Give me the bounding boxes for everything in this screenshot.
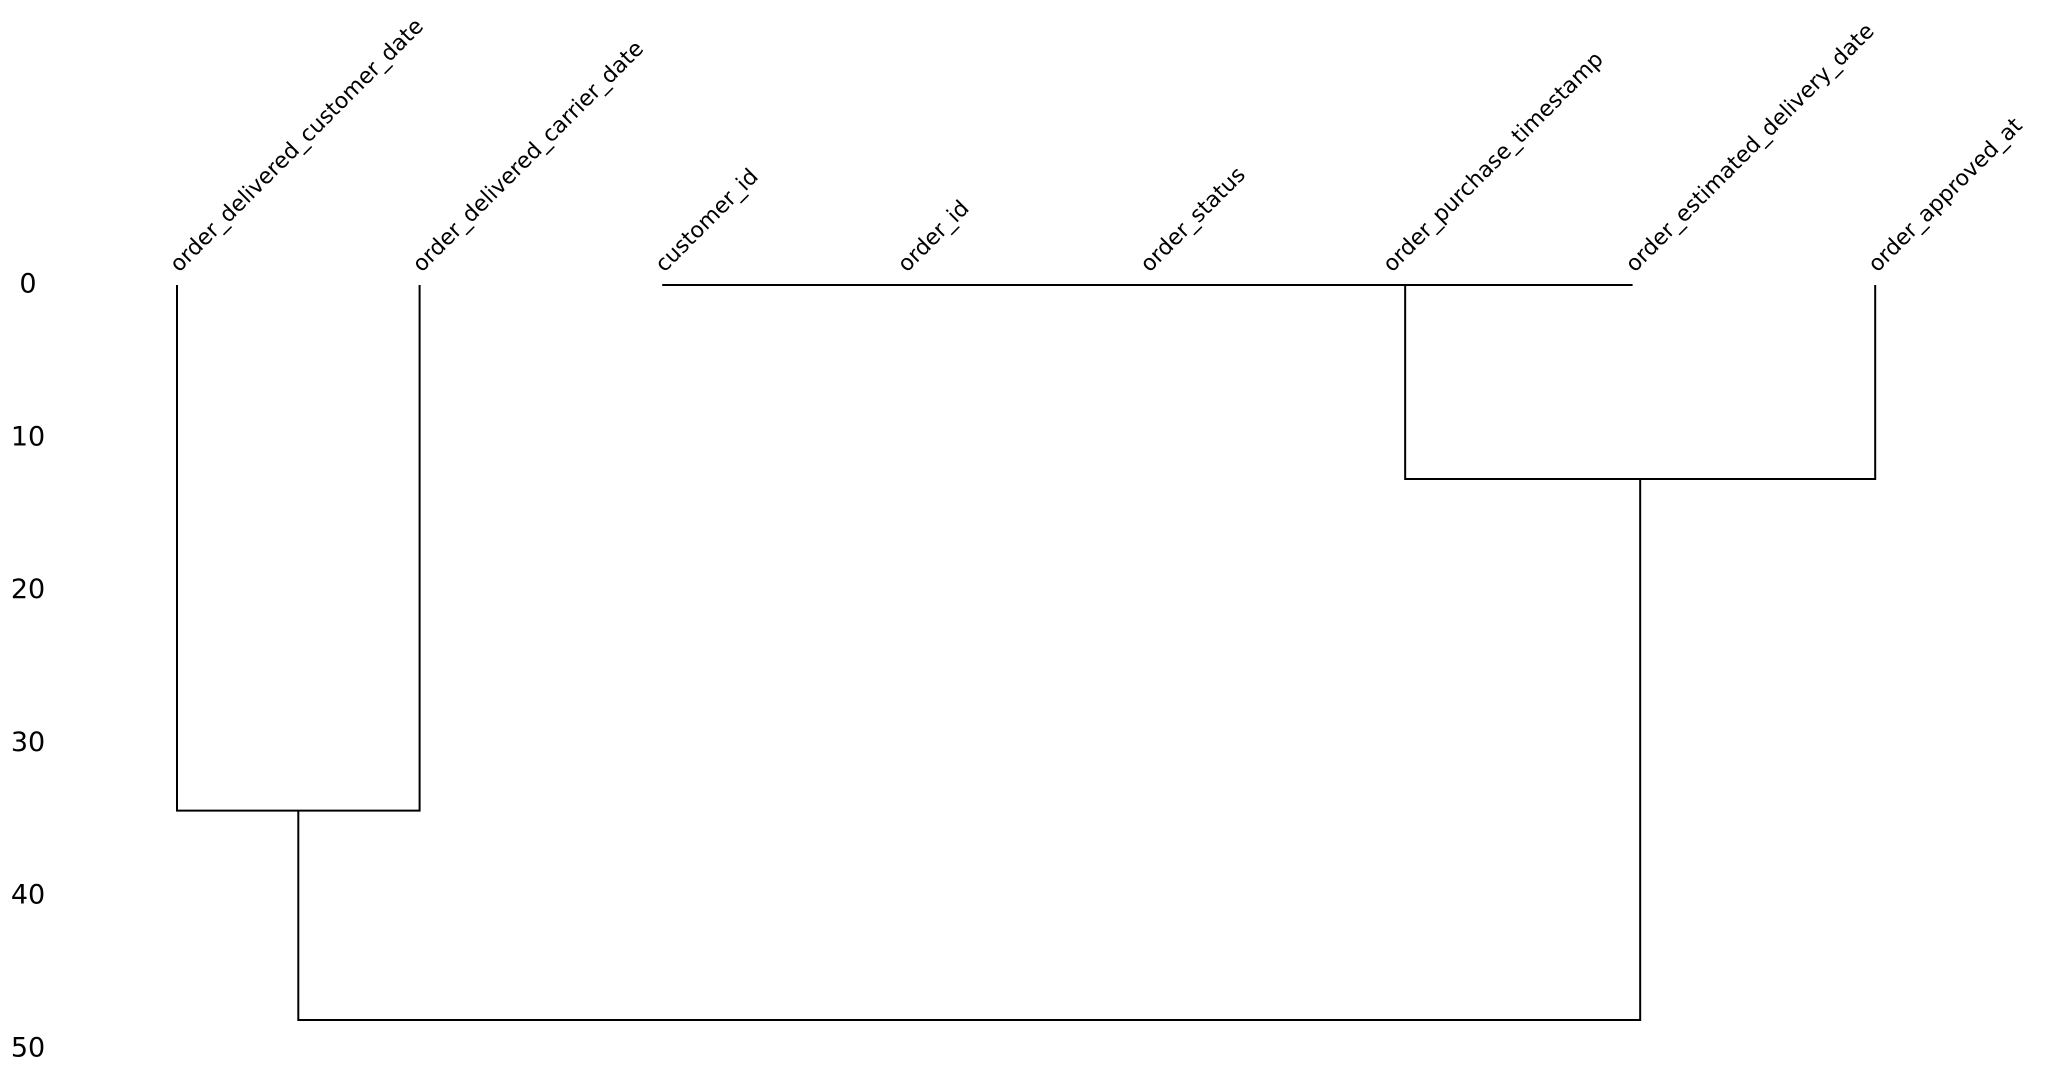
leaf-label: order_id: [893, 196, 974, 277]
leaf-label: order_delivered_customer_date: [166, 14, 429, 277]
leaf-label: order_purchase_timestamp: [1379, 47, 1609, 277]
leaf-label: customer_id: [651, 164, 764, 277]
dendrogram-links: [176, 284, 1877, 1021]
leaf-label: order_status: [1136, 163, 1251, 278]
y-tick-label: 0: [19, 269, 36, 300]
y-tick-label: 30: [11, 727, 45, 758]
leaf-label: order_estimated_delivery_date: [1621, 19, 1879, 277]
y-tick-label: 10: [11, 421, 45, 452]
leaf-labels: order_delivered_customer_dateorder_deliv…: [166, 14, 2028, 277]
y-tick-label: 40: [11, 880, 45, 911]
y-tick-label: 50: [11, 1033, 45, 1064]
y-axis: 0 10 20 30 40 50: [11, 269, 45, 1064]
y-tick-label: 20: [11, 574, 45, 605]
leaf-label: order_delivered_carrier_date: [408, 36, 649, 277]
dendrogram-link: [176, 285, 421, 812]
dendrogram-link: [1404, 285, 1877, 481]
dendrogram-link: [297, 479, 1642, 1021]
leaf-label: order_approved_at: [1864, 113, 2028, 277]
